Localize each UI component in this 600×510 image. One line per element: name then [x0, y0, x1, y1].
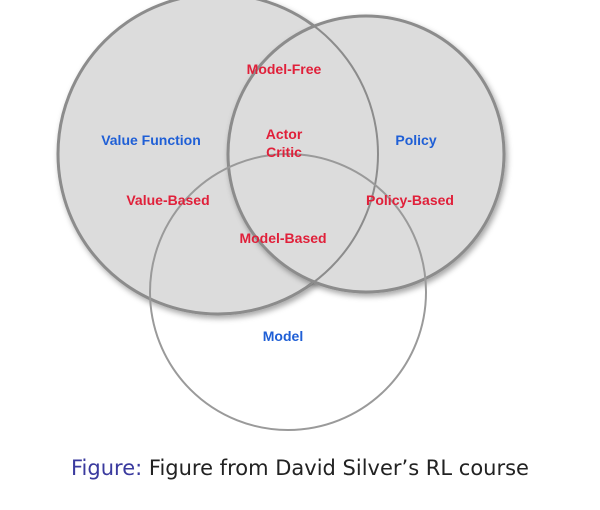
- figure-caption: Figure: Figure from David Silver’s RL co…: [0, 456, 600, 480]
- critic-label: Critic: [266, 144, 302, 160]
- caption-prefix: Figure:: [71, 456, 143, 480]
- policy-label: Policy: [395, 132, 436, 148]
- actor-label: Actor: [266, 126, 303, 142]
- model-based-label: Model-Based: [239, 230, 326, 246]
- model-label: Model: [263, 328, 303, 344]
- model-circle: [149, 153, 427, 431]
- value-function-label: Value Function: [101, 132, 201, 148]
- policy-based-label: Policy-Based: [366, 192, 454, 208]
- model-free-label: Model-Free: [247, 61, 322, 77]
- venn-diagram: Value Function Policy Model Model-Free A…: [56, 0, 506, 431]
- value-based-label: Value-Based: [126, 192, 209, 208]
- policy-circle: [226, 14, 506, 294]
- caption-text: Figure from David Silver’s RL course: [148, 456, 529, 480]
- value-function-outline: [57, 0, 379, 315]
